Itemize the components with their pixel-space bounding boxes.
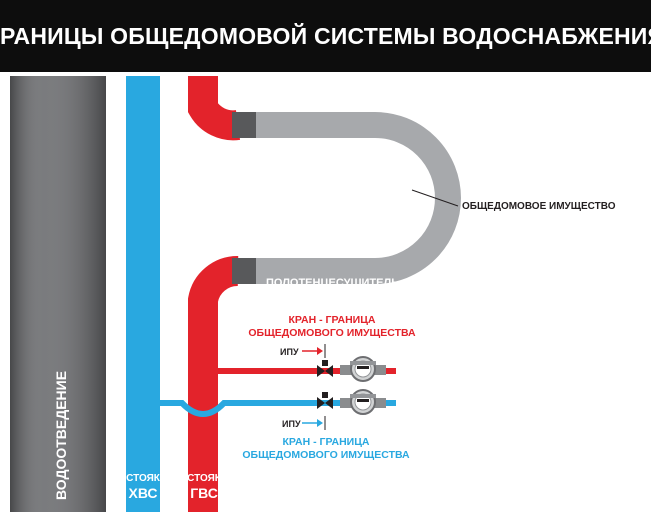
hot-boundary-valve — [317, 360, 333, 377]
common-property-label: ОБЩЕДОМОВОЕ ИМУЩЕСТВО — [462, 201, 616, 212]
lower-coupling — [232, 258, 256, 284]
ipu-cold-label: ИПУ — [282, 419, 301, 429]
towel-dryer-loop — [238, 112, 461, 284]
hot-riser-label-line1: СТОЯК — [187, 473, 222, 484]
cold-water-meter — [340, 389, 386, 415]
hot-riser-label-line2: ГВС — [190, 485, 218, 501]
towel-dryer-label: ПОЛОТЕНЦЕСУШИТЕЛЬ — [266, 277, 399, 289]
ipu-hot-arrow-head — [317, 347, 323, 355]
hot-valve-boundary-line1: КРАН - ГРАНИЦА — [289, 314, 376, 326]
header-banner: ГРАНИЦЫ ОБЩЕДОМОВОЙ СИСТЕМЫ ВОДОСНАБЖЕНИ… — [0, 0, 651, 72]
common-property-leader — [411, 189, 459, 207]
page-title: ГРАНИЦЫ ОБЩЕДОМОВОЙ СИСТЕМЫ ВОДОСНАБЖЕНИ… — [0, 22, 651, 49]
drain-pipe-shade — [10, 76, 106, 512]
cold-branch-pipe — [160, 400, 396, 417]
cold-riser-label-line2: ХВС — [128, 485, 157, 501]
cold-valve-boundary-line1: КРАН - ГРАНИЦА — [283, 436, 370, 448]
cold-valve-boundary-line2: ОБЩЕДОМОВОГО ИМУЩЕСТВА — [242, 449, 410, 461]
ipu-hot-label: ИПУ — [280, 347, 299, 357]
hot-water-meter — [340, 356, 386, 382]
upper-coupling — [232, 112, 256, 138]
hot-branch-pipe — [218, 368, 396, 374]
hot-valve-boundary-line2: ОБЩЕДОМОВОГО ИМУЩЕСТВА — [248, 327, 416, 339]
cold-boundary-valve — [317, 392, 333, 409]
drain-label: ВОДООТВЕДЕНИЕ — [53, 371, 69, 500]
ipu-cold-arrow-head — [317, 419, 323, 427]
cold-riser-pipe — [126, 76, 160, 512]
cold-riser-label-line1: СТОЯК — [126, 473, 161, 484]
